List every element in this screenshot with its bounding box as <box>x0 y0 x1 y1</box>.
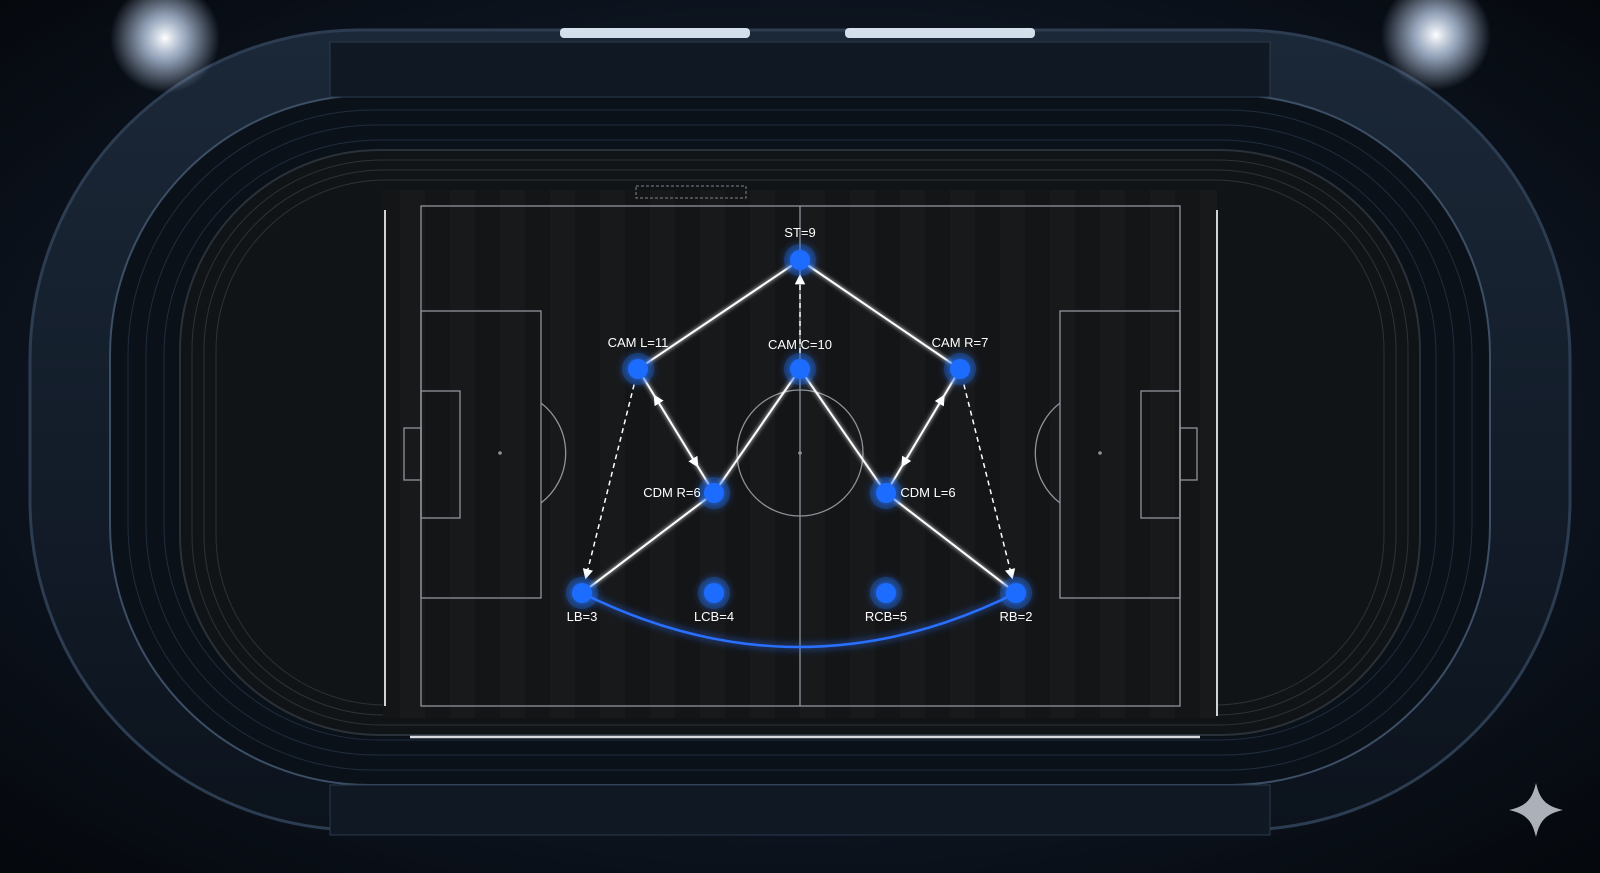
link-cam-l-lb <box>582 384 635 580</box>
player-cam-r: CAM R=7 <box>932 335 989 385</box>
player-node-rb <box>1006 583 1026 603</box>
player-rcb: RCB=5 <box>865 577 907 624</box>
floodlight-top-right <box>845 28 1035 38</box>
player-label-rcb: RCB=5 <box>865 609 907 624</box>
link-cam-c-cdm-l <box>804 376 882 486</box>
floodlight-right <box>1381 0 1491 90</box>
player-node-cam-c <box>790 359 810 379</box>
player-rb: RB=2 <box>1000 577 1033 624</box>
stand-rows <box>127 109 1473 771</box>
player-label-cam-r: CAM R=7 <box>932 335 989 350</box>
player-label-cam-c: CAM C=10 <box>768 337 832 352</box>
bottom-roof <box>329 784 1271 836</box>
link-lb-rb <box>581 591 1017 649</box>
player-cam-c: CAM C=10 <box>768 337 832 385</box>
player-node-rcb <box>876 583 896 603</box>
player-cam-l: CAM L=11 <box>608 335 669 385</box>
player-label-cam-l: CAM L=11 <box>608 335 669 350</box>
player-label-lcb: LCB=4 <box>694 609 734 624</box>
player-node-lcb <box>704 583 724 603</box>
link-cdm-r-lb <box>589 498 707 588</box>
formation-links <box>581 264 1017 649</box>
floodlight-left <box>110 0 220 93</box>
floodlights <box>110 0 1491 93</box>
link-st-cam-r <box>807 264 953 365</box>
player-lcb: LCB=4 <box>694 577 734 624</box>
sparkle-icon <box>1509 783 1563 837</box>
pitch-markings <box>403 205 1198 707</box>
player-label-cdm-l: CDM L=6 <box>900 485 955 500</box>
player-node-cdm-l <box>876 483 896 503</box>
player-label-rb: RB=2 <box>1000 609 1033 624</box>
player-node-cam-r <box>950 359 970 379</box>
player-node-lb <box>572 583 592 603</box>
link-cam-l-cdm-r <box>653 394 699 468</box>
tunnel-marker <box>635 185 747 199</box>
player-cdm-l: CDM L=6 <box>870 477 956 509</box>
link-cdm-l-rb <box>893 498 1009 588</box>
player-lb: LB=3 <box>566 577 598 624</box>
link-cam-c-cdm-r <box>718 376 796 486</box>
floodlight-top-left <box>560 28 750 38</box>
link-cam-r-rb <box>963 384 1016 580</box>
player-node-cam-l <box>628 359 648 379</box>
player-label-lb: LB=3 <box>567 609 598 624</box>
link-cam-r-cdm-l <box>901 394 945 468</box>
player-label-st: ST=9 <box>784 225 815 240</box>
link-st-cam-l <box>645 264 793 365</box>
player-st: ST=9 <box>784 225 816 276</box>
top-roof <box>329 41 1271 98</box>
player-label-cdm-r: CDM R=6 <box>643 485 700 500</box>
player-node-cdm-r <box>704 483 724 503</box>
player-cdm-r: CDM R=6 <box>643 477 730 509</box>
player-node-st <box>790 250 810 270</box>
